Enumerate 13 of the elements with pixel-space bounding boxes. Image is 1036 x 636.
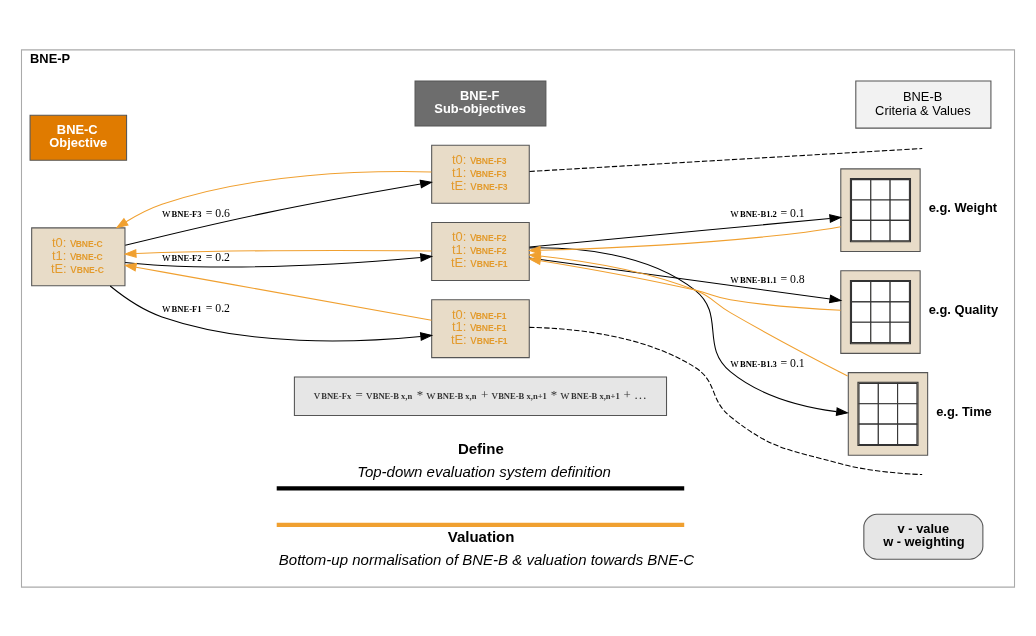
edge-label: wBNE-F2 = 0.2: [161, 249, 230, 264]
edge-label: wBNE-B1.1 = 0.8: [730, 271, 805, 286]
node-label: e.g. Time: [936, 403, 992, 419]
edge-label: wBNE-B1.3 = 0.1: [730, 355, 805, 370]
label: Top-down evaluation system definition: [357, 462, 611, 480]
label: Bottom-up normalisation of BNE-B & valuation towards BNE-C: [278, 550, 695, 568]
node-label: e.g. Weight: [928, 199, 998, 215]
edge-label: wBNE-F1 = 0.2: [161, 300, 230, 315]
edge-label: wBNE-F3 = 0.6: [161, 205, 230, 220]
edge-label: wBNE-B1.2 = 0.1: [730, 205, 805, 220]
label: Valuation: [447, 527, 515, 545]
label: Define: [457, 439, 504, 457]
node-label: e.g. Quality: [928, 301, 999, 317]
